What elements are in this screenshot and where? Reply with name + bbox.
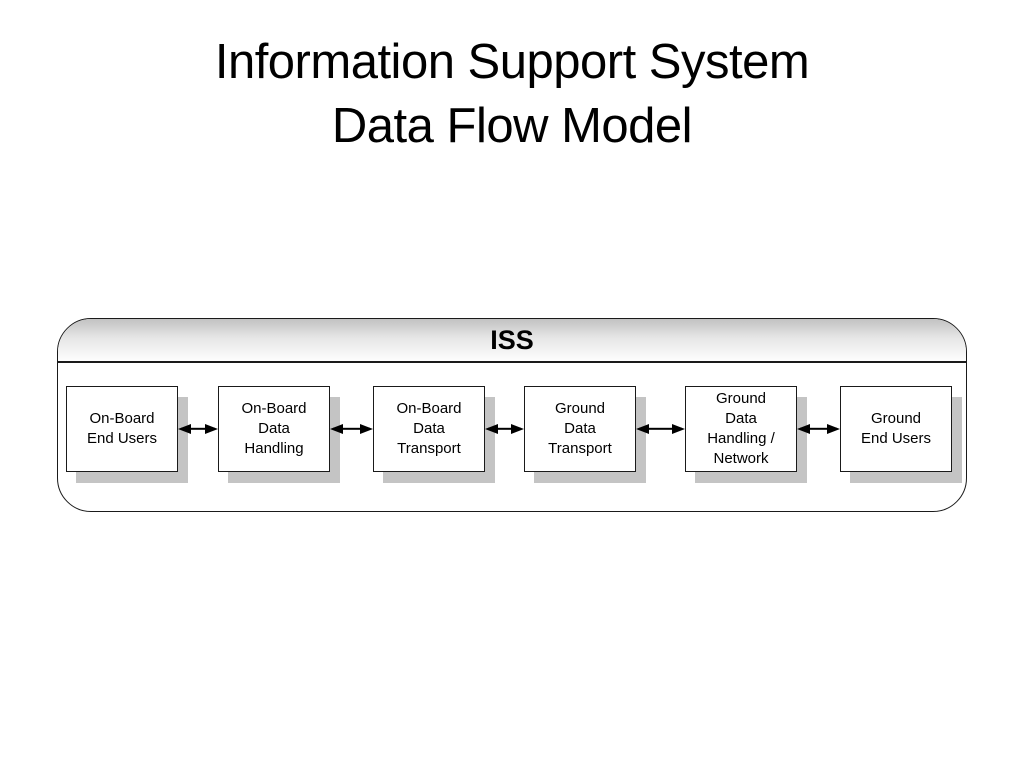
node-label-line: Data [725, 410, 757, 427]
arrow-shaft [181, 427, 215, 431]
title-line-1: Information Support System [214, 35, 810, 89]
node-ground-end-users: Ground End Users [840, 386, 952, 472]
node-label-line: End Users [86, 430, 158, 447]
bidirectional-arrow [485, 418, 524, 440]
node-on-board-data-transport: On-Board Data Transport [373, 386, 485, 472]
node-label-line: Data [564, 420, 596, 437]
node-on-board-data-handling: On-Board Data Handling [218, 386, 330, 472]
arrowhead-right-icon [511, 424, 524, 434]
node-ground-data-transport: Ground Data Transport [524, 386, 636, 472]
node-label-line: Network [713, 450, 769, 467]
bidirectional-arrow [797, 418, 840, 440]
bidirectional-arrow [330, 418, 373, 440]
bidirectional-arrow [636, 418, 685, 440]
node-label-line: Ground [715, 390, 767, 407]
iss-system-boundary: ISS On-Board End Users On-Board Data Han… [57, 318, 967, 512]
node-label-line: On-Board [241, 400, 307, 417]
node-label-line: Ground [870, 410, 922, 427]
arrowhead-right-icon [827, 424, 840, 434]
node-label-line: On-Board [396, 400, 462, 417]
node-on-board-end-users: On-Board End Users [66, 386, 178, 472]
iss-header-band: ISS [58, 319, 966, 363]
arrowhead-right-icon [360, 424, 373, 434]
node-label-line: Data [413, 420, 445, 437]
node-label-line: Transport [548, 440, 612, 457]
node-label-line: On-Board [89, 410, 155, 427]
node-label-line: Handling / [707, 430, 775, 447]
title-line-2: Data Flow Model [331, 99, 693, 153]
arrow-shaft [333, 427, 370, 431]
node-label-line: End Users [860, 430, 932, 447]
slide-title: Information Support System Data Flow Mod… [0, 30, 1024, 158]
arrow-shaft [488, 427, 521, 431]
iss-label: ISS [490, 324, 534, 355]
node-label-line: Data [258, 420, 290, 437]
bidirectional-arrow [178, 418, 218, 440]
node-label-line: Transport [397, 440, 461, 457]
arrow-shaft [639, 427, 682, 431]
arrowhead-right-icon [672, 424, 685, 434]
node-label-line: Handling [244, 440, 304, 457]
node-ground-data-handling-network: Ground Data Handling / Network [685, 386, 797, 472]
node-label-line: Ground [554, 400, 606, 417]
arrowhead-right-icon [205, 424, 218, 434]
arrow-shaft [800, 427, 837, 431]
